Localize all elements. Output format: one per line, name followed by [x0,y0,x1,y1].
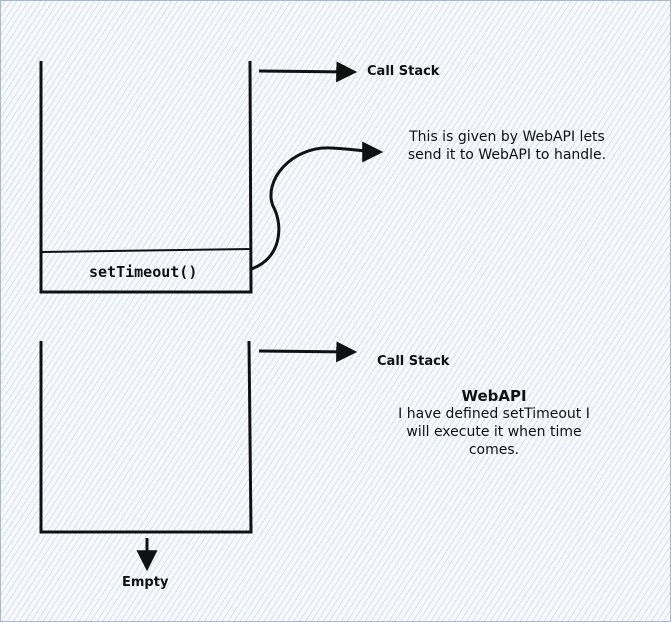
webapi-line-3: comes. [468,442,520,458]
note-line-2: send it to WebAPI to handle. [407,147,607,163]
webapi-line-2: will execute it when time [406,424,582,440]
bottom-stack-container [39,340,253,534]
top-call-stack-arrow [258,61,358,83]
bottom-call-stack-arrow [258,341,358,363]
top-stack-frame-divider [41,248,252,253]
curved-arrow-to-webapi-note [250,141,384,271]
top-call-stack-label: Call Stack [367,64,440,79]
empty-label: Empty [122,575,169,590]
webapi-note: WebAPI I have defined setTimeout I will … [381,387,607,459]
note-line-1: This is given by WebAPI lets [409,129,605,145]
webapi-handoff-note: This is given by WebAPI lets send it to … [379,128,635,164]
bottom-call-stack-label: Call Stack [377,354,450,369]
webapi-title: WebAPI [461,387,527,405]
settimeout-stack-frame: setTimeout() [89,263,198,281]
top-stack-container [39,60,253,294]
webapi-line-1: I have defined setTimeout I [398,406,590,422]
